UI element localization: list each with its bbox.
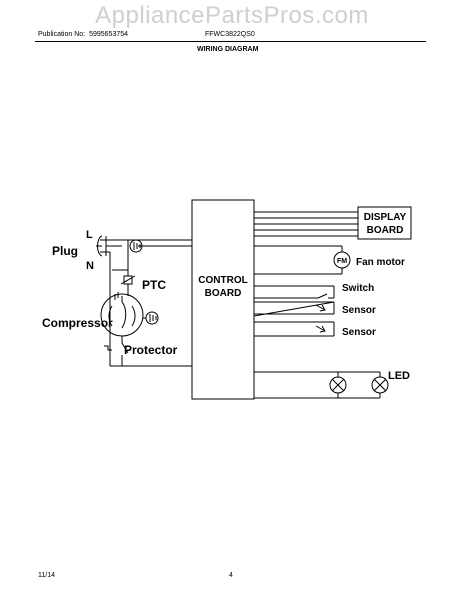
ground-icon-compressor [143,311,159,325]
sensor-1-thermistor-icon [315,304,326,312]
watermark: AppliancePartsPros.com [95,2,369,29]
switch-contact-icon [317,293,328,299]
display-board-bus [254,211,358,237]
fan-motor-symbol-text: FM [337,258,347,265]
control-board-label-1: CONTROL [198,275,247,286]
led-label: LED [388,370,410,382]
control-board-label-2: BOARD [205,288,242,299]
fan-motor-wiring [254,245,343,275]
display-board-label-1: DISPLAY [364,212,407,223]
sensor-2-label: Sensor [342,327,376,338]
sensor-1-label: Sensor [342,305,376,316]
fan-motor-symbol [333,251,351,269]
model-number: FFWC3822QS0 [205,31,255,38]
ptc-icon [120,270,136,296]
protector-label: Protector [124,343,178,357]
ground-icon-plug [129,239,143,253]
neutral-label: N [86,260,94,272]
compressor-label: Compressor [42,316,113,330]
display-board-label-2: BOARD [367,225,404,236]
footer-page-number: 4 [229,572,233,579]
ptc-label: PTC [142,278,166,292]
control-board-box [191,199,255,400]
led-wiring [254,371,381,399]
led-2-icon [371,376,389,394]
line-label: L [86,229,93,241]
publication-label: Publication No: [38,31,86,38]
display-board-box [357,206,412,240]
header-divider [35,41,426,42]
plug-label: Plug [52,244,78,258]
plug-icon [96,235,107,257]
protector-icon [104,336,129,366]
publication-number: 5995653754 [89,31,129,38]
publication-info: Publication No:5995653754 [38,31,128,38]
fan-motor-label: Fan motor [356,257,405,268]
led-1-icon [329,376,347,394]
sensor-2-wiring [254,321,335,337]
sensor-1-wiring [253,301,335,317]
switch-wiring [254,285,335,299]
footer-date: 11/14 [38,572,55,579]
page-title: WIRING DIAGRAM [197,46,259,53]
switch-label: Switch [342,283,374,294]
sensor-2-thermistor-icon [315,325,326,333]
